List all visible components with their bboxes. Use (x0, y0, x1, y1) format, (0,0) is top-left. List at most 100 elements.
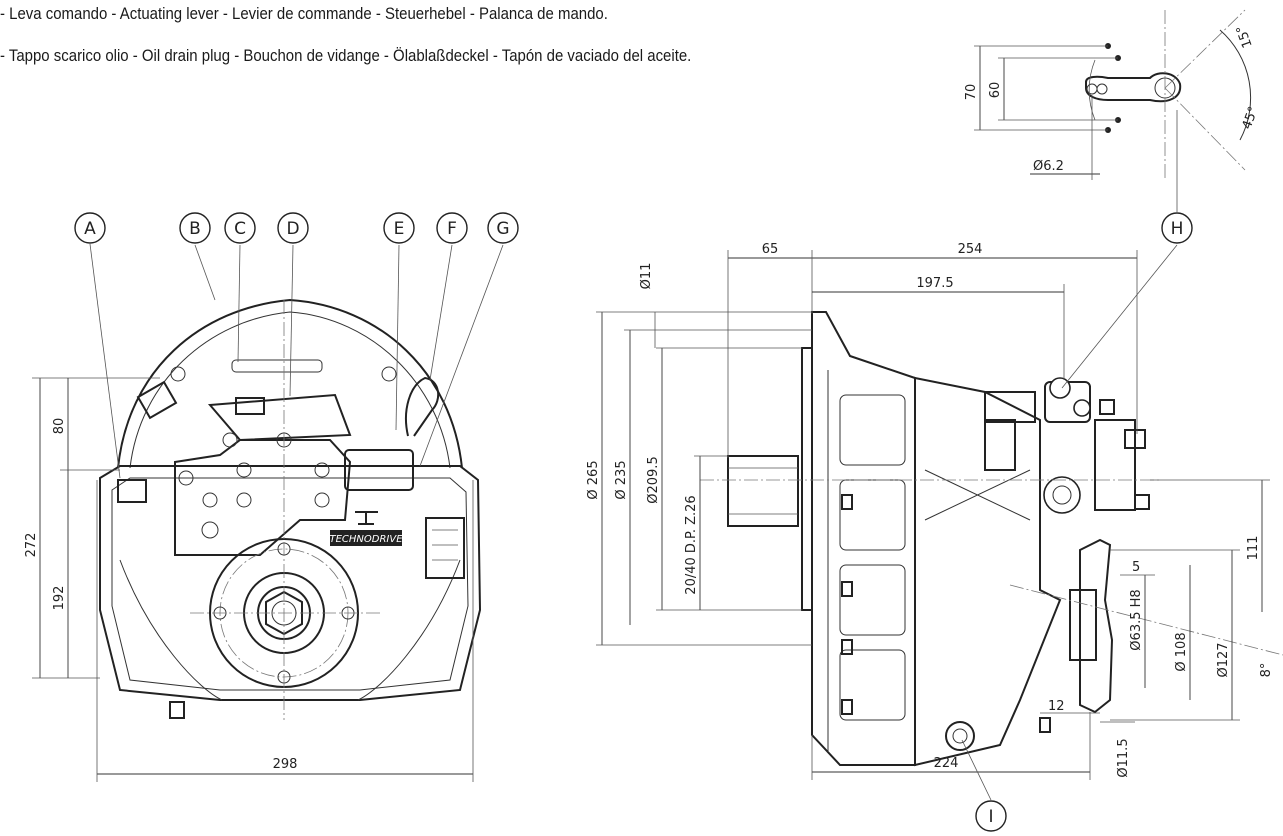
dim-dp: 20/40 D.P. Z.26 (684, 495, 699, 594)
callout-F: F (436, 212, 468, 244)
bolt (1039, 717, 1051, 733)
leader-H (1061, 244, 1178, 389)
dim-45: 45° (1240, 105, 1262, 132)
output-flange-side (1079, 538, 1114, 714)
lever-hole (1096, 83, 1108, 95)
dim-254: 254 (958, 242, 983, 257)
leader-D (289, 244, 294, 397)
callout-B: B (179, 212, 211, 244)
mount-hole-left (170, 366, 186, 382)
svg-text:I: I (988, 807, 993, 827)
callout-C: C (224, 212, 256, 244)
callout-A: A (74, 212, 106, 244)
data-plate (425, 517, 465, 579)
input-shaft (727, 455, 799, 527)
bolt (236, 492, 252, 508)
leader-I (961, 739, 992, 801)
brand-logo (355, 511, 378, 525)
lever-pivot-pin (1049, 377, 1071, 399)
svg-text:D: D (286, 219, 299, 239)
front-view: TECHNODRIVE 272 80 192 298 (24, 212, 519, 782)
dim-d265: Ø 265 (586, 460, 601, 499)
lever-housing (136, 380, 178, 420)
bolt (236, 462, 252, 478)
dim-d115: Ø11.5 (1116, 738, 1131, 777)
bolt (841, 699, 853, 715)
breather-plug (117, 479, 147, 503)
dim-d108: Ø 108 (1174, 632, 1189, 671)
lever-angle-line (1164, 9, 1246, 89)
valve-plate (207, 393, 352, 442)
svg-text:F: F (447, 219, 457, 239)
legend-line-actuating-lever: - Leva comando - Actuating lever - Levie… (0, 4, 608, 23)
bolt (314, 492, 330, 508)
bolt (841, 494, 853, 510)
svg-text:C: C (234, 219, 246, 239)
leader-F (429, 244, 453, 381)
svg-text:H: H (1171, 219, 1184, 239)
input-flange-plate (801, 347, 813, 611)
dim-d2095: Ø209.5 (646, 456, 661, 503)
rib-left (119, 559, 223, 701)
bolt (222, 432, 238, 448)
dim-197: 197.5 (916, 276, 953, 291)
dim-d635: Ø63.5 H8 (1129, 589, 1144, 650)
side-nut (1134, 494, 1150, 510)
leader-E (395, 244, 400, 431)
lever-hole (1086, 83, 1098, 95)
pressure-port (1043, 476, 1081, 514)
leader-B (194, 244, 216, 301)
dim-d235: Ø 235 (614, 460, 629, 499)
dim-d11: Ø11 (639, 263, 654, 290)
dim-192: 192 (52, 586, 67, 611)
dim-111: 111 (1246, 536, 1261, 561)
dim-80: 80 (52, 418, 67, 435)
rib (839, 649, 906, 721)
valve-block (984, 391, 1036, 423)
dim-5: 5 (1132, 560, 1140, 575)
lever-arc-left (1088, 59, 1096, 121)
bolt (202, 492, 218, 508)
dim-12: 12 (1048, 699, 1065, 714)
bolt (178, 470, 194, 486)
lever-detail: 70 60 Ø6.2 45° 15° (964, 9, 1262, 180)
bell-housing-outline (117, 298, 463, 469)
svg-text:A: A (84, 219, 96, 239)
rib (839, 479, 906, 551)
bolt (201, 521, 219, 539)
lever-bolt (1073, 399, 1091, 417)
callout-D: D (277, 212, 309, 244)
rib (839, 564, 906, 636)
body-ribbing (924, 469, 1031, 521)
callout-I: I (975, 800, 1007, 832)
svg-text:B: B (189, 219, 201, 239)
brand-plate (330, 530, 402, 546)
legend-line-oil-drain-plug: - Tappo scarico olio - Oil drain plug - … (0, 46, 692, 65)
lever-swing-arc (1219, 29, 1252, 141)
output-centerline (1009, 584, 1283, 656)
brand-text: TECHNODRIVE (329, 534, 403, 545)
lever-angle-line (1164, 87, 1246, 171)
leader-G (419, 244, 504, 467)
lifting-eye (404, 376, 440, 437)
rib-right (357, 559, 461, 701)
dim-298: 298 (273, 757, 298, 772)
mount-hole-right (381, 366, 397, 382)
valve-body (984, 419, 1016, 471)
callout-H: H (1161, 212, 1193, 244)
rib (839, 394, 906, 466)
output-coupling (1069, 589, 1097, 661)
bolt-head (1099, 399, 1115, 415)
top-slot (231, 359, 323, 373)
svg-text:G: G (496, 219, 509, 239)
bolt (841, 639, 853, 655)
gearbox-case-outline (99, 465, 482, 701)
dim-224: 224 (934, 756, 959, 771)
svg-text:E: E (394, 219, 405, 239)
bell-housing-side (811, 311, 916, 766)
dim-272: 272 (24, 533, 39, 558)
bolt (314, 462, 330, 478)
leader-C (237, 244, 241, 363)
bolt (841, 581, 853, 597)
